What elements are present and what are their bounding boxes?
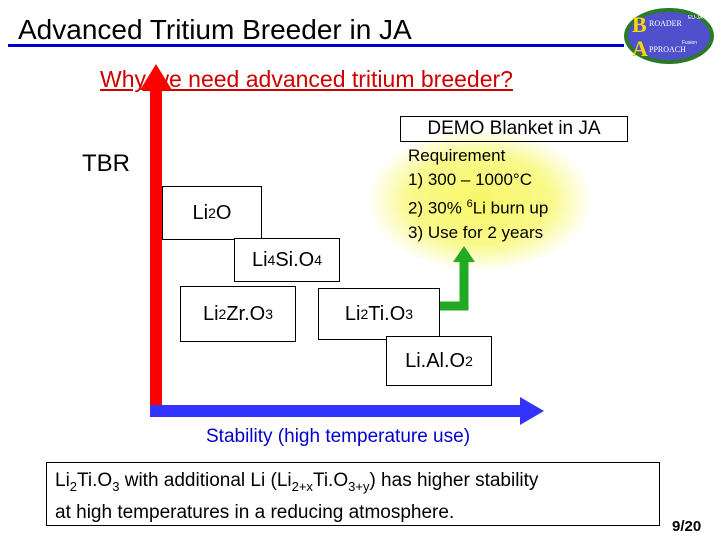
x-axis-arrow-shaft	[150, 405, 524, 417]
broader-approach-logo: B ROADER EU-JA A PPROACH Fusion	[624, 8, 714, 64]
x-axis-arrowhead	[520, 397, 544, 425]
page-number: 9/20	[672, 518, 702, 535]
upgrade-arrowhead	[453, 246, 475, 262]
y-axis-arrowhead	[140, 64, 172, 90]
requirement-item-3: 3) Use for 2 years	[408, 222, 544, 242]
requirement-highlight	[370, 130, 590, 270]
y-axis-label: TBR	[82, 150, 130, 177]
x-axis-label: Stability (high temperature use)	[206, 426, 471, 447]
conclusion-line-2: at high temperatures in a reducing atmos…	[55, 501, 455, 523]
page-title: Advanced Tritium Breeder in JA	[18, 14, 412, 45]
requirement-item-2: 2) 30% 6Li burn up	[408, 198, 549, 218]
conclusion-line-1: Li2Ti.O3 with additional Li (Li2+xTi.O3+…	[55, 470, 539, 494]
title-underline	[8, 44, 624, 47]
requirement-item-1: 1) 300 – 1000°C	[408, 170, 532, 189]
logo-letter-a: A	[632, 36, 648, 61]
requirement-heading: Requirement	[408, 146, 506, 165]
conclusion-box: Li2Ti.O3 with additional Li (Li2+xTi.O3+…	[46, 462, 660, 526]
demo-blanket-label: DEMO Blanket in JA	[400, 116, 628, 142]
logo-word-2: PPROACH	[649, 45, 686, 54]
logo-word-1: ROADER	[649, 19, 683, 28]
logo-letter-b: B	[632, 12, 647, 37]
logo-small-2: Fusion	[682, 40, 697, 46]
y-axis-arrow-shaft	[150, 86, 162, 416]
logo-small-1: EU-JA	[688, 15, 703, 21]
requirement-list: Requirement 1) 300 – 1000°C 2) 30% 6Li b…	[408, 144, 548, 245]
